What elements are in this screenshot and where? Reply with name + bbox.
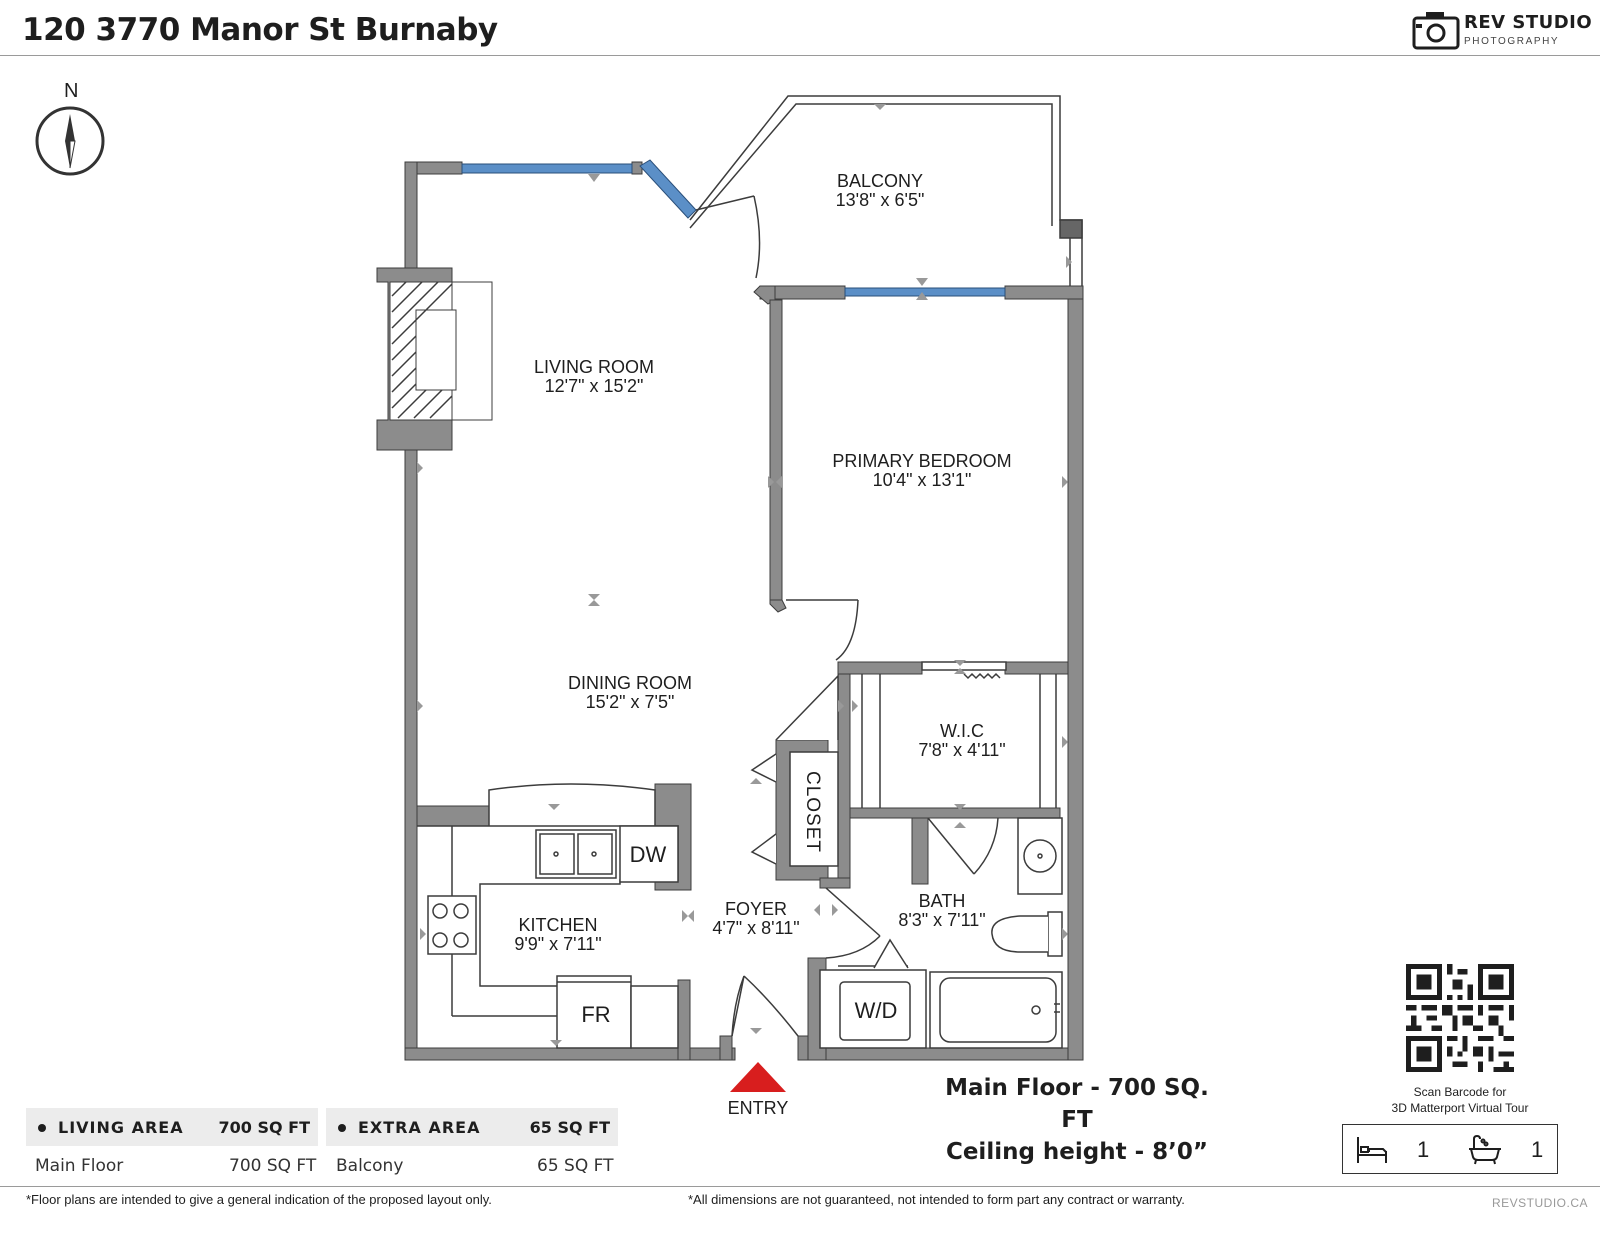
room-name: DINING ROOM (568, 673, 692, 693)
room-dims: 9'9" x 7'11" (514, 934, 602, 954)
ceiling-height: Ceiling height - 8’0” (945, 1139, 1209, 1165)
room-name: LIVING ROOM (533, 357, 655, 377)
room-dims: 12'7" x 15'2" (544, 376, 644, 396)
floor-summary: Main Floor - 700 SQ. FT Ceiling height -… (932, 1072, 1222, 1168)
bed-icon (1357, 1137, 1387, 1163)
room-bath: BATH 8'3" x 7'11" (898, 892, 985, 930)
extra-area-total: 65 SQ FT (529, 1118, 610, 1137)
washer-dryer-label: W/D (854, 998, 898, 1023)
compass-north-label: N (64, 80, 79, 102)
room-wic: W.I.C 7'8" x 4'11" (918, 722, 1005, 760)
bath-fixtures (819, 817, 1063, 1049)
fireplace (389, 281, 493, 421)
closet-label: CLOSET (802, 770, 823, 854)
qr-caption: Scan Barcode for 3D Matterport Virtual T… (1360, 1084, 1560, 1116)
bullet-icon (338, 1124, 346, 1132)
living-area-row-name: Main Floor (35, 1156, 124, 1176)
kitchen-fixtures (417, 783, 679, 1049)
bed-bath-counts: 1 1 (1342, 1124, 1558, 1174)
room-foyer: FOYER 4'7" x 8'11" (712, 900, 799, 938)
room-dining: DINING ROOM 15'2" x 7'5" (568, 674, 692, 712)
extra-area-label: EXTRA AREA (358, 1118, 481, 1137)
fridge-label: FR (581, 1002, 611, 1027)
dimension-markers (417, 104, 1072, 1046)
room-living: LIVING ROOM 12'7" x 15'2" (534, 358, 654, 396)
entry-arrow (730, 1062, 786, 1092)
door-swings (695, 195, 999, 1037)
brand-logo: REV STUDIO PHOTOGRAPHY (1412, 8, 1592, 52)
bathroom-count: 1 (1531, 1137, 1544, 1162)
compass-icon (35, 106, 105, 176)
dishwasher-label: DW (629, 842, 667, 867)
living-area-header: LIVING AREA 700 SQ FT (26, 1108, 318, 1146)
entry-label: ENTRY (727, 1098, 789, 1118)
room-name: KITCHEN (518, 915, 598, 935)
room-primary-bedroom: PRIMARY BEDROOM 10'4" x 13'1" (832, 452, 1011, 490)
room-dims: 13'8" x 6'5" (835, 190, 925, 210)
living-area-row-value: 700 SQ FT (229, 1156, 317, 1176)
room-name: W.I.C (940, 721, 984, 741)
living-area-total: 700 SQ FT (218, 1118, 310, 1137)
closet-fixtures (750, 661, 1057, 867)
bedroom-count: 1 (1417, 1137, 1430, 1162)
extra-area-row-name: Balcony (336, 1156, 404, 1176)
header-divider (0, 55, 1600, 56)
room-name: PRIMARY BEDROOM (832, 451, 1012, 471)
room-name: BATH (918, 891, 966, 911)
footer-disclaimer-right: *All dimensions are not guaranteed, not … (688, 1192, 1185, 1207)
footer-divider (0, 1186, 1600, 1187)
room-dims: 10'4" x 13'1" (872, 470, 972, 490)
living-area-label: LIVING AREA (58, 1118, 184, 1137)
extra-area-header: EXTRA AREA 65 SQ FT (326, 1108, 618, 1146)
room-dims: 8'3" x 7'11" (898, 910, 986, 930)
page-title: 120 3770 Manor St Burnaby (22, 12, 498, 48)
brand-name: REV STUDIO (1464, 12, 1593, 33)
room-dims: 7'8" x 4'11" (918, 740, 1006, 760)
balcony-railing (689, 95, 1083, 288)
brand-subtitle: PHOTOGRAPHY (1464, 36, 1560, 47)
website-link[interactable]: REVSTUDIO.CA (1491, 1196, 1588, 1210)
main-floor-area: Main Floor - 700 SQ. FT (945, 1075, 1209, 1133)
room-balcony: BALCONY 13'8" x 6'5" (836, 172, 925, 210)
camera-icon (1412, 12, 1460, 50)
qr-caption-line1: Scan Barcode for (1413, 1085, 1507, 1099)
footer-disclaimer-left: *Floor plans are intended to give a gene… (26, 1192, 492, 1207)
room-name: BALCONY (836, 171, 924, 191)
qr-caption-line2: 3D Matterport Virtual Tour (1391, 1101, 1529, 1115)
room-dims: 15'2" x 7'5" (585, 692, 675, 712)
bullet-icon (38, 1124, 46, 1132)
room-kitchen: KITCHEN 9'9" x 7'11" (514, 916, 601, 954)
room-name: FOYER (724, 899, 787, 919)
bathtub-icon (1469, 1135, 1501, 1165)
room-dims: 4'7" x 8'11" (712, 918, 800, 938)
qr-code[interactable] (1406, 964, 1514, 1072)
extra-area-row-value: 65 SQ FT (537, 1156, 614, 1176)
